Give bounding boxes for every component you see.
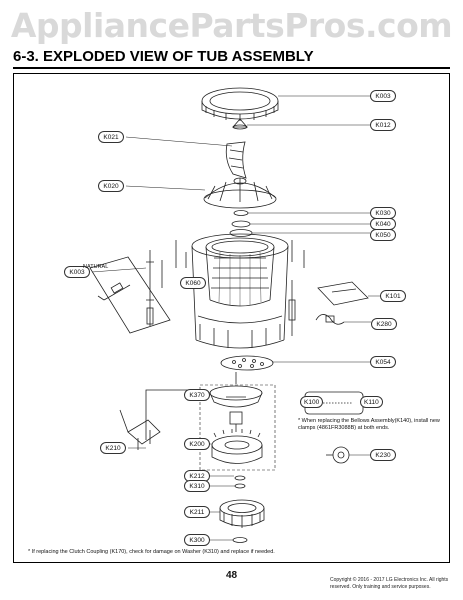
mounting-bracket [119,389,196,450]
callout-k210: K210 [100,442,126,454]
callout-k101: K101 [380,290,406,302]
wire-harness [315,314,345,325]
washers [229,210,253,237]
callout-k100: K100 [300,396,324,408]
callout-k040: K040 [370,218,396,230]
callout-k370: K370 [184,389,210,401]
spin-basket [205,237,275,307]
watermark-logo: AppliancePartsPros.com [10,6,453,45]
bottom-nut [232,537,248,543]
natural-rod-detail [89,256,171,334]
callout-k003-left: K003 [64,266,90,278]
callout-k280: K280 [371,318,397,330]
diagram-frame [13,73,450,563]
page-number: 48 [225,570,238,581]
filter-spout [225,141,247,179]
suspension-rods-left [146,240,187,326]
balance-ring [201,87,279,121]
callout-k060: K060 [180,277,206,289]
rotor-nut [234,475,246,489]
outer-tub [191,233,289,349]
callout-k050: K050 [370,229,396,241]
clutch-footnote: * If replacing the Clutch Coupling (K170… [28,549,275,555]
leader-lines [91,95,380,541]
clutch-assembly [209,372,263,408]
pulsator-cap [232,118,248,130]
rotor [211,429,263,464]
callout-k310: K310 [184,480,210,492]
bracket-detail [317,281,369,306]
callout-k110: K110 [360,396,383,408]
copyright-notice: Copyright © 2016 - 2017 LG Electronics I… [330,577,449,590]
callout-k020: K020 [98,180,124,192]
stator [219,499,265,528]
dashed-group-frame [199,384,276,471]
callout-k021: K021 [98,131,124,143]
drain-pump [326,446,350,464]
natural-label: NATURAL [83,264,109,270]
section-title: 6-3. EXPLODED VIEW OF TUB ASSEMBLY [13,48,314,65]
callout-k054: K054 [370,356,396,368]
callout-k211: K211 [184,506,210,518]
callout-k200: K200 [184,438,210,450]
callout-k012: K012 [370,119,396,131]
callout-k300: K300 [184,534,210,546]
callout-k230: K230 [370,449,396,461]
drive-shaft [229,411,243,432]
drain-gasket [220,355,274,371]
bellows-note: * When replacing the Bellows Assembly(K1… [298,418,440,431]
pulsator [203,177,277,209]
callout-k003-top: K003 [370,90,396,102]
title-divider [13,67,450,69]
suspension-rods-right [288,240,305,336]
